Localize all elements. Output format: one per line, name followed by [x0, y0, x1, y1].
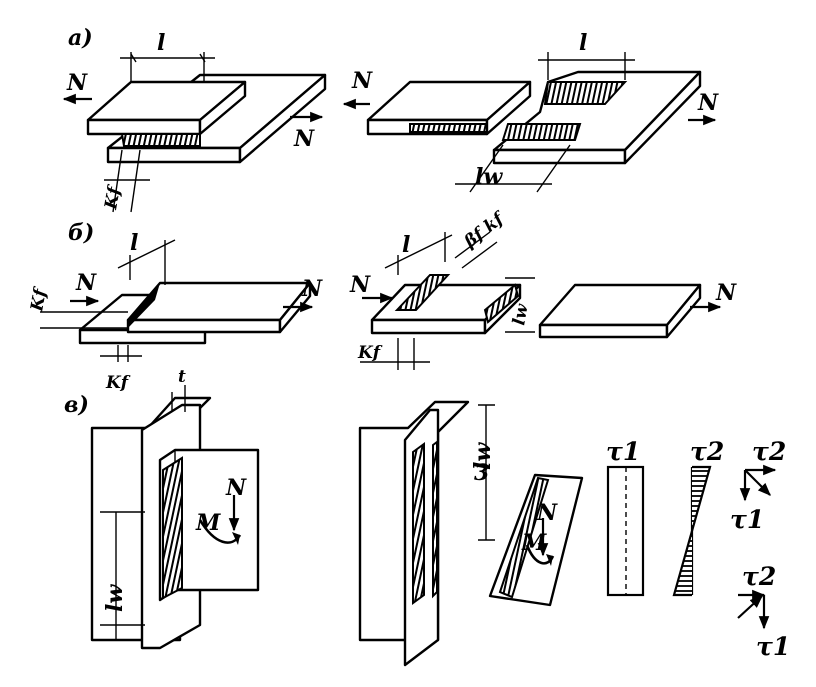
- label-t: t: [178, 367, 186, 387]
- label-lw: lw: [102, 584, 128, 612]
- label-m: M: [521, 530, 547, 556]
- label-kf: Kf: [101, 183, 125, 212]
- label-n: N: [75, 270, 97, 296]
- panel-label-a: а): [68, 25, 93, 51]
- label-n: N: [66, 70, 88, 96]
- label-l: l: [579, 30, 587, 56]
- label-lw: lw: [509, 301, 533, 327]
- label-kf: Kf: [105, 373, 131, 393]
- label-lw: lw: [470, 442, 496, 470]
- label-m: M: [195, 510, 221, 536]
- label-tau1: τ1: [606, 437, 640, 466]
- c-left-joint: [90, 385, 260, 650]
- label-n: N: [349, 272, 371, 298]
- label-tau2: τ2: [690, 437, 724, 466]
- stress-vectors-bottom: [737, 589, 770, 630]
- fillet-weld-front: [120, 133, 201, 147]
- panel-label-c: в): [64, 392, 89, 418]
- end-weld: [394, 274, 451, 311]
- flank-weld-back: [543, 81, 628, 105]
- label-l: l: [157, 30, 165, 56]
- label-kf: Kf: [357, 343, 383, 363]
- label-n: N: [301, 276, 323, 302]
- stress-vectors-top: [739, 464, 777, 502]
- label-tau2: τ2: [742, 562, 776, 591]
- stress-diagram-tau2: [672, 465, 712, 597]
- label-l: l: [130, 230, 138, 256]
- label-3: 3: [474, 460, 489, 486]
- label-tau1: τ1: [730, 505, 764, 534]
- bracket-weld: [162, 456, 183, 600]
- flank-weld-front: [501, 123, 582, 141]
- label-n: N: [536, 500, 558, 526]
- label-n: N: [715, 280, 737, 306]
- label-l: l: [402, 232, 410, 258]
- stress-diagram-tau1: [606, 465, 645, 597]
- label-n: N: [697, 90, 719, 116]
- label-bf-kf: βf kf: [460, 208, 510, 253]
- label-kf: Kf: [27, 285, 51, 314]
- b-left-joint: [40, 239, 314, 362]
- label-n: N: [225, 475, 247, 501]
- panel-label-b: б): [68, 220, 94, 246]
- b-right-joint: [360, 231, 722, 370]
- label-tau1: τ1: [756, 632, 790, 661]
- a-right-joint: [342, 52, 717, 193]
- label-tau2: τ2: [752, 437, 786, 466]
- label-lw: lw: [475, 164, 503, 190]
- c-right-joint: [358, 400, 584, 667]
- a-left-joint: [62, 52, 327, 213]
- label-n: N: [293, 126, 315, 152]
- label-n: N: [351, 68, 373, 94]
